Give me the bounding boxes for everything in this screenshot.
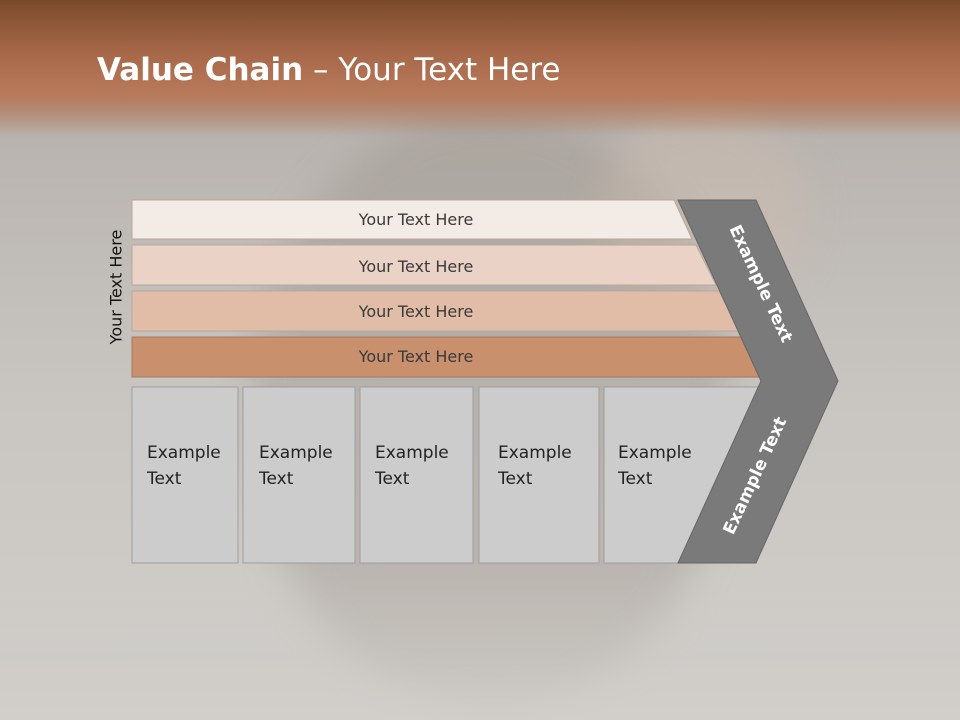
box-3-text: Example Text xyxy=(375,440,449,492)
box-4 xyxy=(478,386,600,564)
band-3-label: Your Text Here xyxy=(358,302,474,321)
box-3-line1: Example xyxy=(375,443,449,463)
slide-title: Value Chain – Your Text Here xyxy=(97,52,560,88)
box-3-line2: Text xyxy=(375,469,410,489)
box-2-line1: Example xyxy=(259,443,333,463)
box-1-line1: Example xyxy=(147,443,221,463)
box-1-text: Example Text xyxy=(147,440,221,492)
box-2 xyxy=(242,386,356,564)
band-1 xyxy=(131,199,693,240)
box-2-line2: Text xyxy=(259,469,294,489)
box-5-line1: Example xyxy=(618,443,692,463)
box-4-text: Example Text xyxy=(498,440,572,492)
title-bold: Value Chain xyxy=(97,52,304,88)
box-5-text: Example Text xyxy=(618,440,692,492)
box-4-line2: Text xyxy=(498,469,533,489)
box-2-text: Example Text xyxy=(259,440,333,492)
box-5-line2: Text xyxy=(618,469,653,489)
band-2-label: Your Text Here xyxy=(358,257,474,276)
title-rest: – Your Text Here xyxy=(303,52,561,88)
box-1-line2: Text xyxy=(147,469,182,489)
band-1-label: Your Text Here xyxy=(358,210,474,229)
box-3 xyxy=(359,386,474,564)
box-4-line1: Example xyxy=(498,443,572,463)
band-2 xyxy=(131,244,717,286)
header-band xyxy=(0,0,960,135)
box-1 xyxy=(131,386,239,564)
band-4-label: Your Text Here xyxy=(358,347,474,366)
reflection: Example Text Example Text Example Text E… xyxy=(0,563,960,720)
reflection-fade xyxy=(0,563,960,720)
